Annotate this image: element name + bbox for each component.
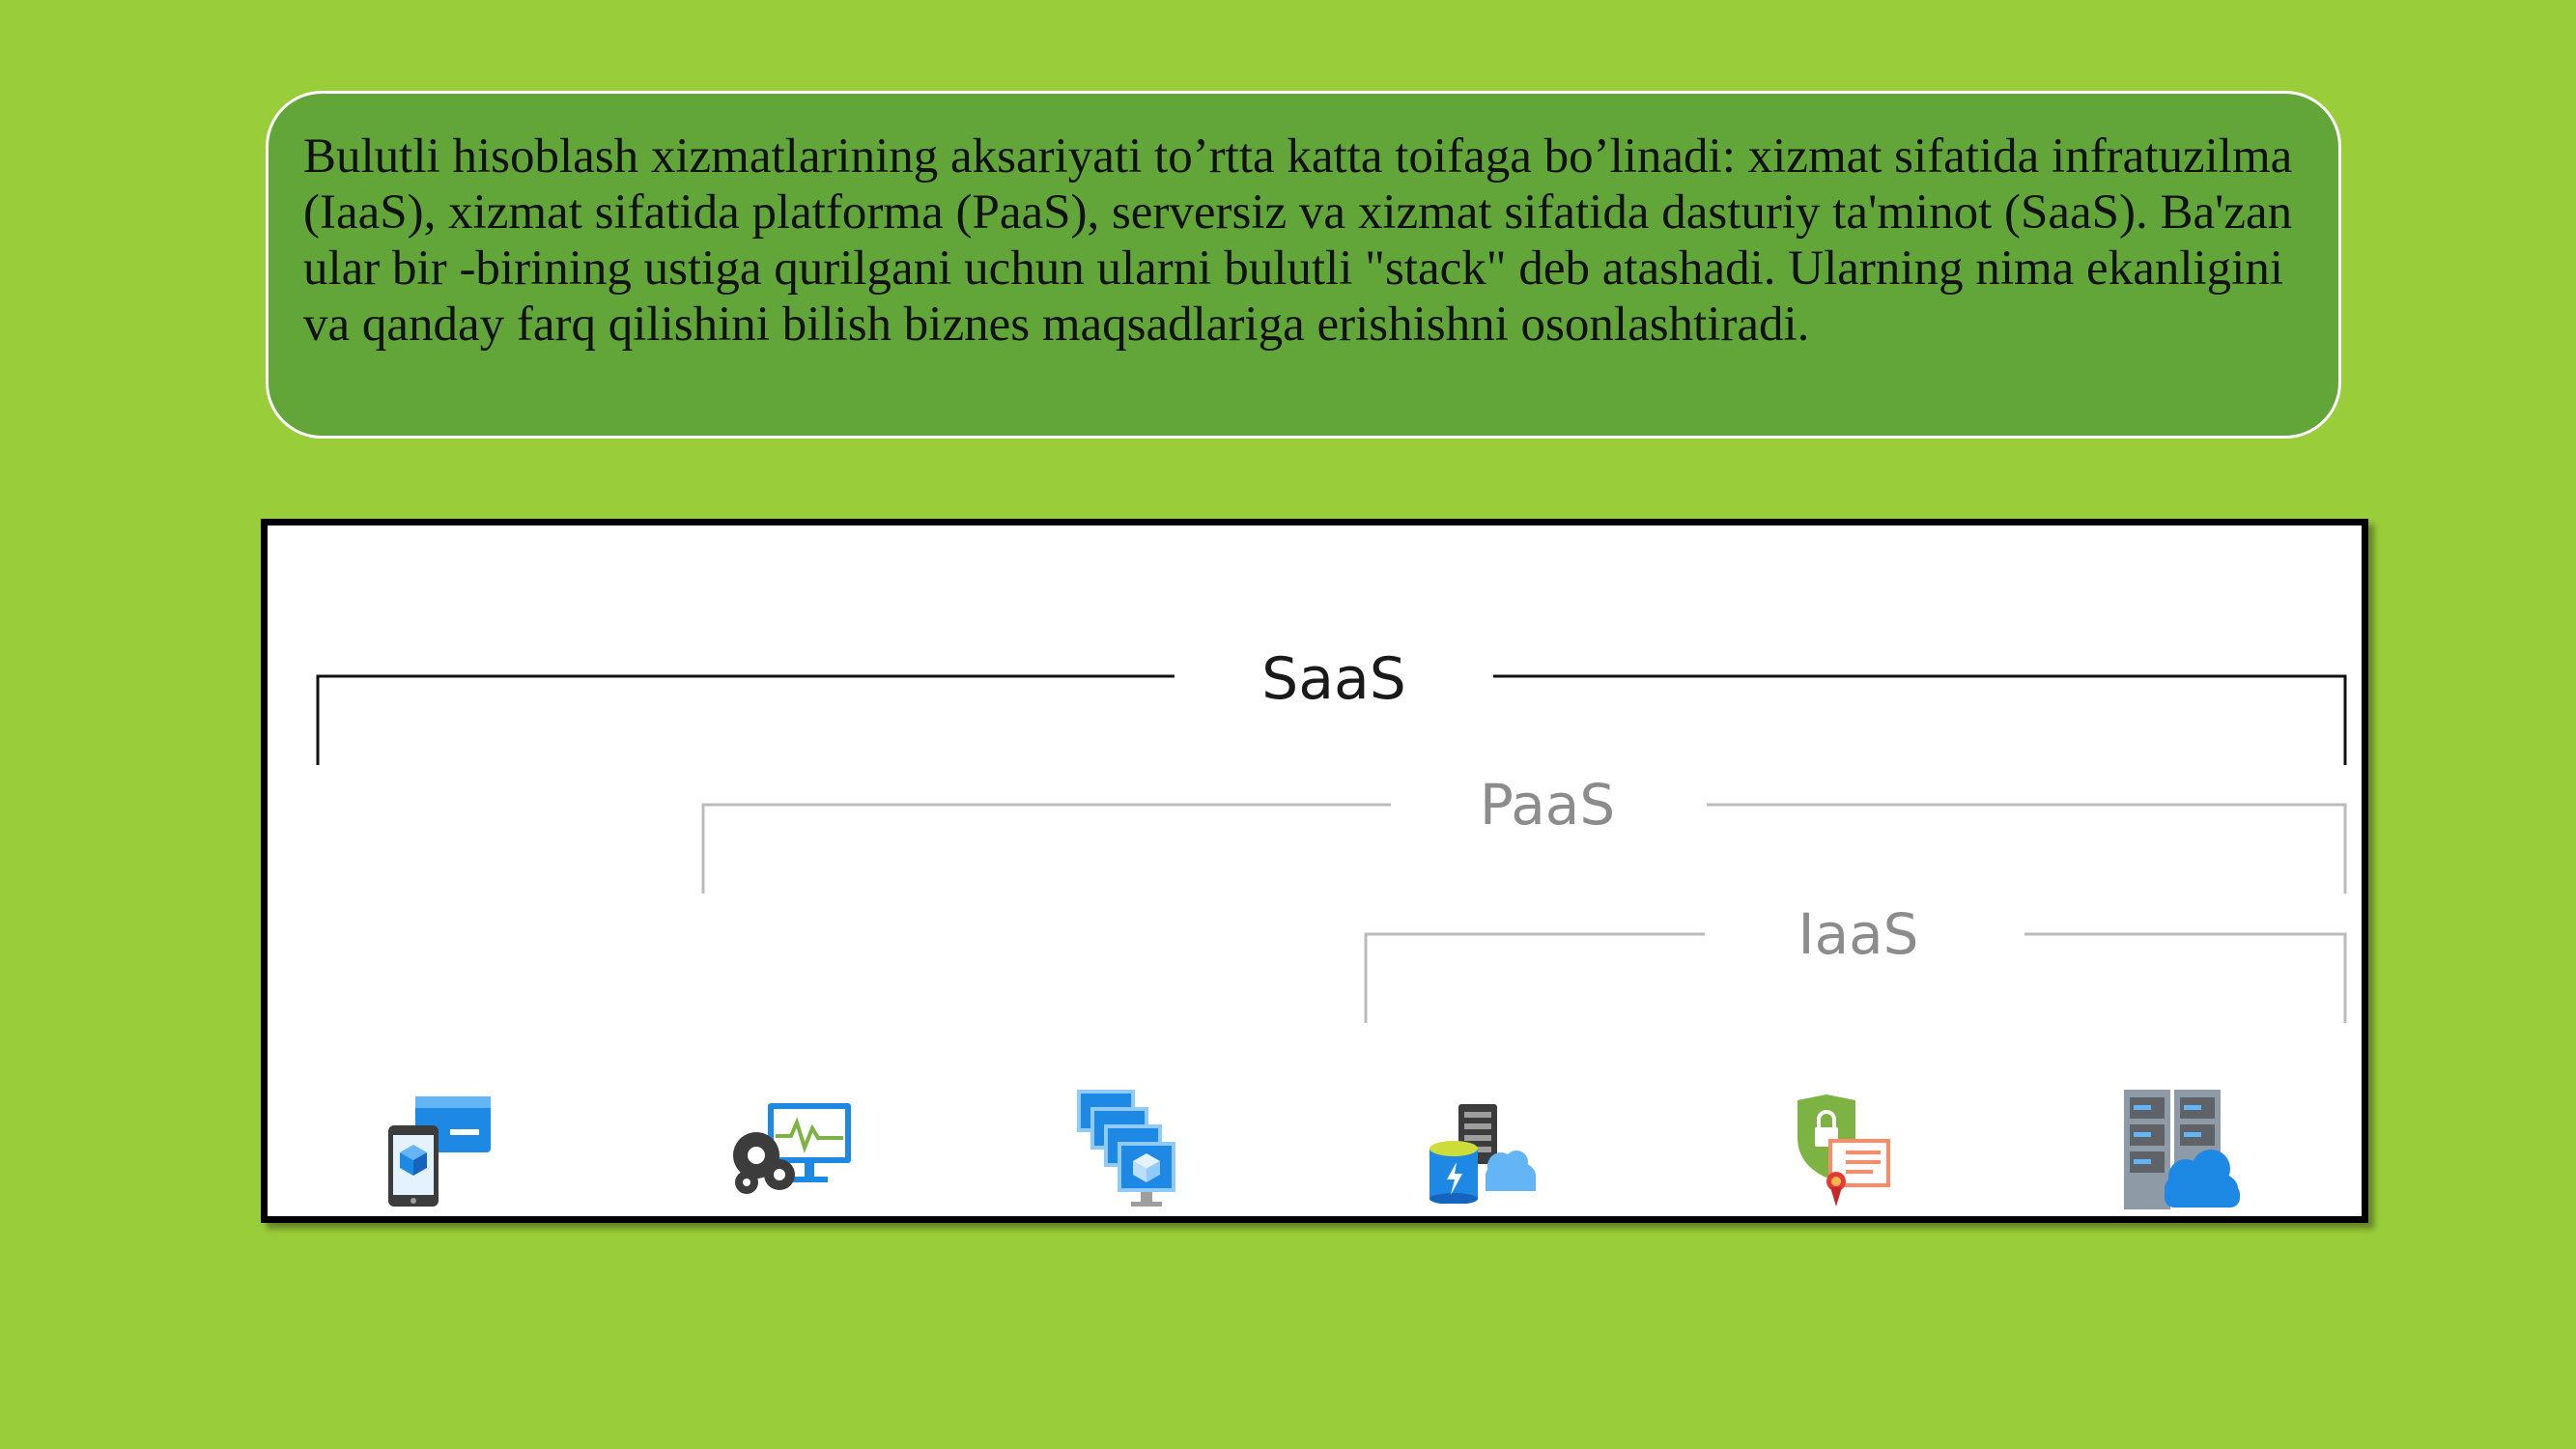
iaas-bracket (1364, 932, 2347, 1023)
saas-bracket (316, 674, 2347, 765)
paas-bracket (701, 803, 2347, 894)
saas-label: SaaS (1261, 645, 1406, 713)
paas-label: PaaS (1479, 772, 1616, 838)
intro-paragraph: Bulutli hisoblash xizmatlarining aksariy… (303, 129, 2293, 352)
stack-brackets (316, 674, 2347, 1023)
cloud-stack-diagram: SaaS PaaS IaaS (261, 519, 2368, 1223)
intro-text-box: Bulutli hisoblash xizmatlarining aksariy… (266, 91, 2341, 439)
iaas-label: IaaS (1798, 901, 1919, 967)
